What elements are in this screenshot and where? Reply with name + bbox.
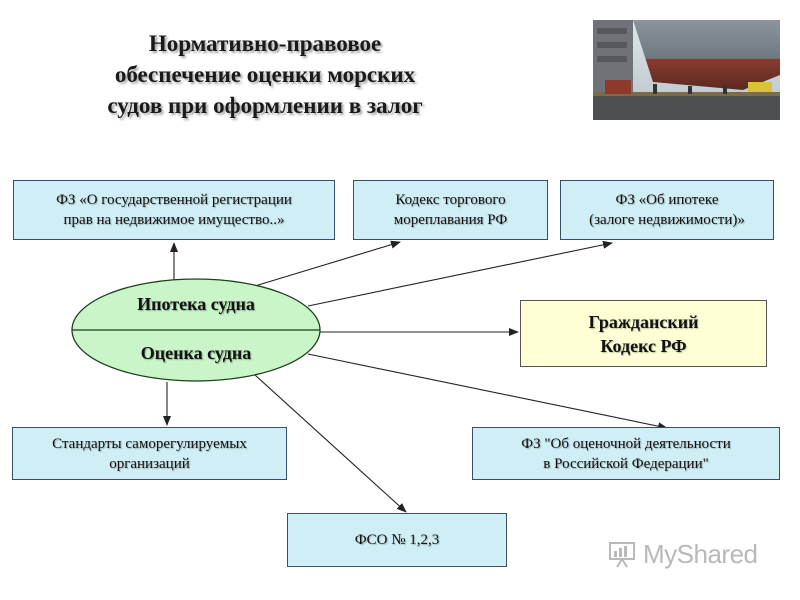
ellipse-top-label: Ипотека судна [137, 294, 255, 314]
box-civil-code-text: Гражданский Кодекс РФ [588, 311, 699, 356]
presentation-board-icon [609, 542, 635, 568]
box-merchant-shipping-code: Кодекс торгового мореплавания РФ [353, 180, 548, 240]
ship-drydock-image [593, 20, 780, 120]
watermark-text: MyShared [643, 538, 758, 569]
box-sro-standards-text: Стандарты саморегулируемых организаций [52, 435, 247, 472]
box-fz-mortgage: ФЗ «Об ипотеке (залоге недвижимости)» [560, 180, 774, 240]
myshared-watermark: MyShared [607, 537, 758, 571]
arrow-to-merchant-shipping-code [254, 240, 401, 287]
box-fz-registration-text: ФЗ «О государственной регистрации прав н… [56, 192, 292, 228]
box-civil-code: Гражданский Кодекс РФ [520, 300, 767, 367]
box-fz-mortgage-text: ФЗ «Об ипотеке (залоге недвижимости)» [589, 192, 745, 228]
box-fz-valuation-text: ФЗ "Об оценочной деятельности в Российск… [521, 435, 731, 472]
box-fz-registration: ФЗ «О государственной регистрации прав н… [13, 180, 335, 240]
box-fso: ФСО № 1,2,3 [287, 513, 507, 567]
ship-photo [593, 20, 780, 120]
box-fso-text: ФСО № 1,2,3 [354, 532, 440, 548]
ellipse-bottom-label: Оценка судна [140, 343, 252, 363]
arrow-to-fz-valuation [307, 353, 668, 431]
arrow-to-fso [254, 374, 407, 513]
slide-title: Нормативно-правовое обеспечение оценки м… [107, 31, 423, 118]
box-fz-valuation: ФЗ "Об оценочной деятельности в Российск… [472, 427, 780, 480]
box-sro-standards: Стандарты саморегулируемых организаций [12, 427, 287, 480]
arrow-to-fz-mortgage [307, 240, 613, 307]
box-merchant-shipping-code-text: Кодекс торгового мореплавания РФ [393, 192, 508, 228]
